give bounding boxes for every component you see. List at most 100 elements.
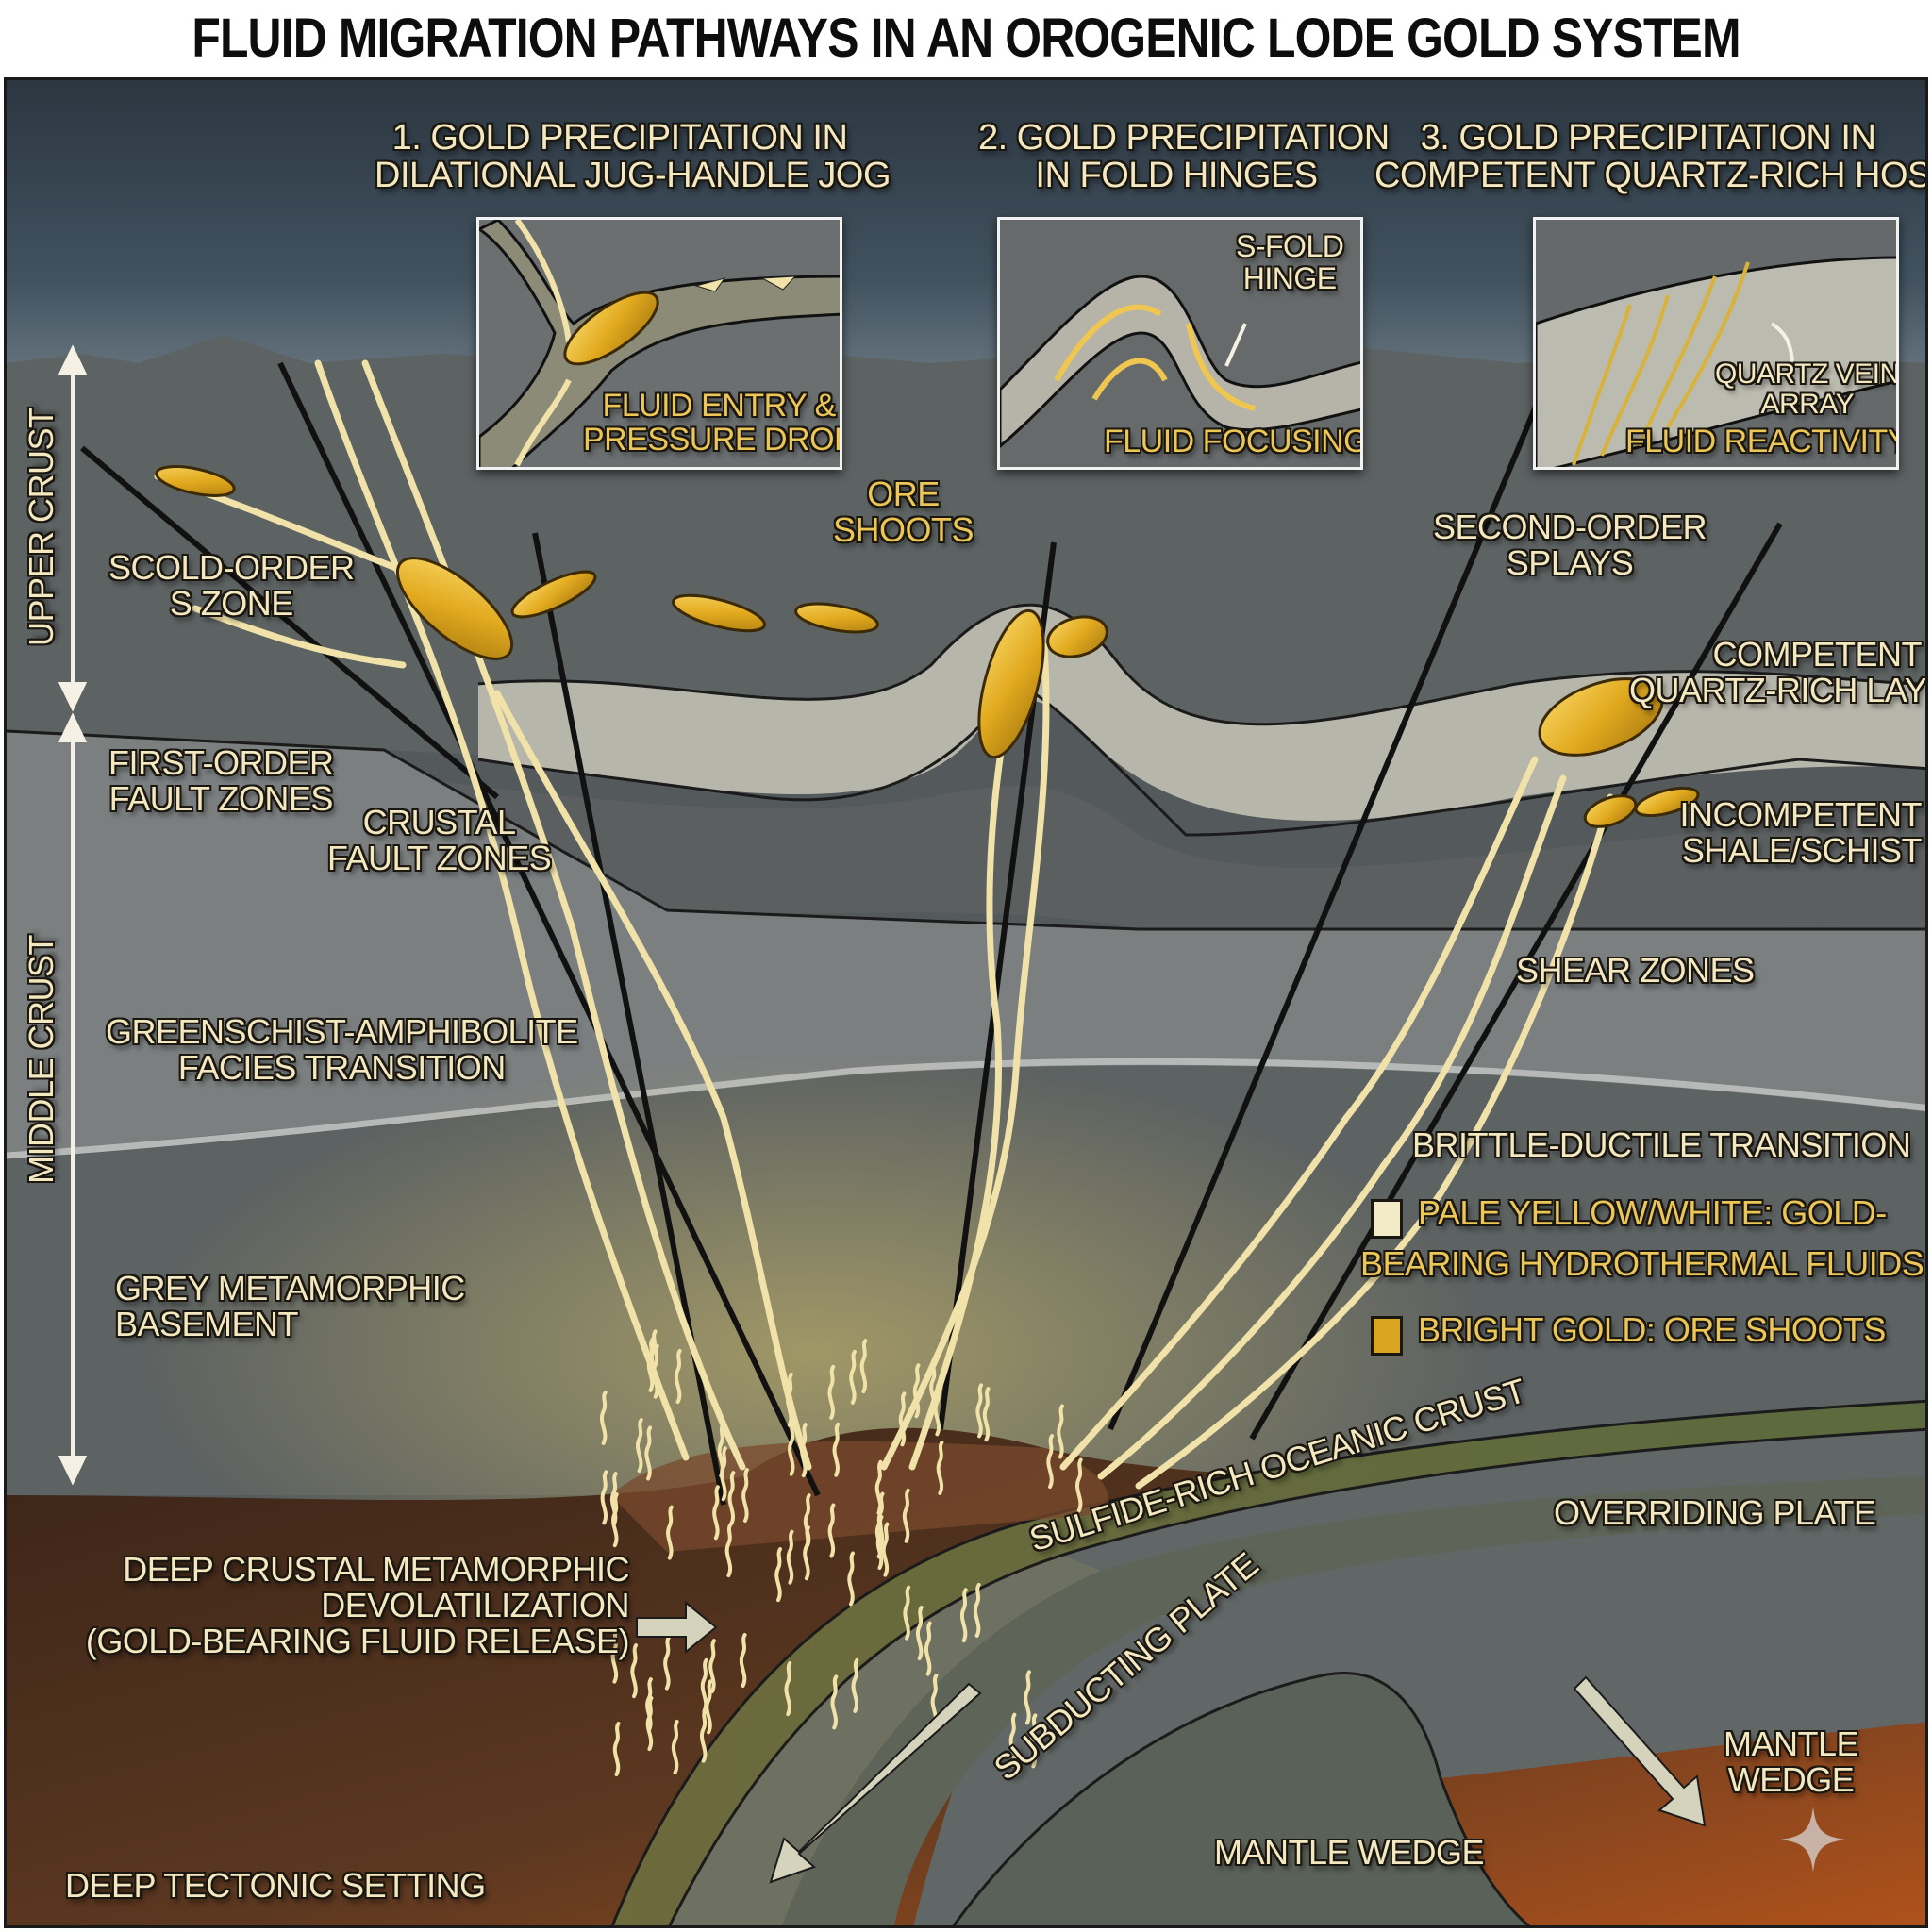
fluid-arrow (724, 1523, 733, 1578)
fluid-arrow (774, 1547, 783, 1603)
jog-illustration (479, 220, 840, 467)
fluid-arrow (600, 1470, 608, 1525)
fluid-arrow (881, 1522, 890, 1577)
fluid-arrow (847, 1551, 856, 1607)
fluid-arrow (827, 1503, 836, 1558)
quartz-vein-callout: QUARTZ VEIN ARRAY (1715, 358, 1899, 420)
fluid-arrow (705, 1679, 713, 1735)
fluid-arrow (666, 1505, 674, 1560)
grey-basement-label: GREY METAMORPHIC BASEMENT (115, 1269, 465, 1343)
ore-swatch (1371, 1316, 1403, 1356)
first-order-fault-label: FIRST-ORDER FAULT ZONES (108, 743, 334, 818)
fluid-arrow (902, 1488, 910, 1543)
depth-scale (58, 344, 88, 1486)
fluid-arrow (663, 1635, 671, 1690)
fluid-arrow (645, 1677, 653, 1733)
legend-item-fluids: PALE YELLOW/WHITE: GOLD- (1371, 1195, 1887, 1239)
middle-crust-label: MIDDLE CRUST (22, 934, 60, 1184)
fluid-arrow (1046, 1434, 1055, 1490)
inset-3-caption: FLUID REACTIVITY (1625, 424, 1899, 459)
fluid-arrow (720, 1446, 727, 1502)
subduction-arrow-icon (769, 1682, 982, 1884)
subducting-plate-top (669, 1552, 1101, 1925)
inset-fold-hinges: S-FOLD HINGE FLUID FOCUSING (997, 217, 1363, 470)
mantle-wedge-region (952, 1672, 1531, 1925)
scold-order-label: SCOLD-ORDER S ZONE (108, 548, 355, 623)
fluid-arrow (851, 1657, 859, 1713)
fluid-arrow (1008, 1712, 1017, 1768)
fluid-arrow (645, 1696, 654, 1752)
fluid-arrow (903, 1585, 911, 1641)
fluid-arrow (600, 1390, 608, 1445)
second-order-splays-label: SECOND-ORDER SPLAYS (1433, 508, 1707, 582)
inset-quartz-host-rock: QUARTZ VEIN ARRAY FLUID REACTIVITY (1533, 217, 1899, 470)
fluid-arrow (830, 1674, 839, 1730)
ore-shoot (977, 608, 1045, 759)
overriding-plate-label: OVERRIDING PLATE (1554, 1493, 1876, 1532)
fluid-arrow (973, 1582, 981, 1638)
fluid-arrow (915, 1606, 924, 1661)
brittle-ductile-label: BRITTLE-DUCTILE TRANSITION (1412, 1125, 1911, 1164)
ore-shoot (1634, 786, 1700, 818)
inset-jug-handle-jog: FLUID ENTRY & PRESSURE DROP (476, 217, 842, 470)
fold-illustration (1000, 220, 1360, 467)
fluid-arrow (652, 1343, 659, 1399)
ore-shoot (510, 570, 597, 619)
fluid-arrow (1057, 1404, 1064, 1459)
fluid-release-arrow-icon (636, 1600, 718, 1655)
devolatilization-dome (610, 1441, 1108, 1552)
fluid-veins (154, 359, 1614, 1490)
ore-shoot (1538, 677, 1664, 757)
fluid-arrow (636, 1418, 643, 1474)
fluid-arrow (700, 1657, 708, 1713)
fluid-arrow (933, 1381, 941, 1437)
fluid-arrow (1029, 1713, 1038, 1769)
devolatilization-label: DEEP CRUSTAL METAMORPHIC DEVOLATILIZATIO… (85, 1550, 630, 1660)
fluid-arrow (786, 1372, 793, 1427)
diagram-frame: FLUID ENTRY & PRESSURE DROP S-FOLD HINGE… (4, 77, 1928, 1928)
fluid-arrow (610, 1628, 619, 1684)
legend-ore-text: BRIGHT GOLD: ORE SHOOTS (1418, 1310, 1886, 1349)
inset-3-heading: 3. GOLD PRECIPITATION IN COMPETENT QUART… (1374, 118, 1925, 195)
competent-layer-label: COMPETENT QUARTZ-RICH LAYER (1629, 635, 1927, 709)
fluid-arrow (630, 1643, 639, 1699)
fluid-arrow (982, 1387, 991, 1442)
fluid-arrow (700, 1707, 708, 1763)
legend-fluids-text-2: BEARING HYDROTHERMAL FLUIDS (1360, 1244, 1924, 1283)
crustal-fault-label: CRUSTAL FAULT ZONES (327, 803, 552, 877)
fluid-arrow (649, 1329, 658, 1385)
ore-shoot (395, 557, 514, 660)
fluid-arrow (739, 1632, 747, 1688)
ore-shoots-label: ORE SHOOTS (833, 475, 974, 549)
fluid-swatch (1371, 1199, 1403, 1239)
fluid-arrow (849, 1349, 857, 1405)
rising-fluid-arrows (600, 1329, 1083, 1777)
fluid-arrow (674, 1349, 682, 1405)
vein-array-illustration (1536, 220, 1896, 467)
inset-2-heading: 2. GOLD PRECIPITATION IN FOLD HINGES (978, 118, 1390, 195)
deep-tectonic-label: DEEP TECTONIC SETTING (65, 1866, 486, 1905)
fluid-arrow (741, 1468, 749, 1524)
ore-shoot (794, 602, 879, 634)
fluid-arrow (898, 1391, 907, 1447)
fluid-arrow (874, 1459, 883, 1515)
fluid-arrow (924, 1621, 932, 1676)
mantle-wedge-right-label: MANTLE WEDGE (1724, 1724, 1859, 1799)
fluid-arrow (786, 1529, 794, 1585)
greenschist-label: GREENSCHIST-AMPHIBOLITE FACIES TRANSITIO… (106, 1012, 578, 1087)
mantle-wedge-label: MANTLE WEDGE (1214, 1833, 1485, 1872)
ore-shoot (1583, 794, 1638, 828)
fluid-arrow (1024, 1670, 1031, 1725)
inset-1-heading: 1. GOLD PRECIPITATION IN DILATIONAL JUG-… (375, 118, 891, 195)
inset-2-caption: FLUID FOCUSING (1104, 424, 1363, 459)
fluid-arrow (708, 1639, 716, 1694)
ore-shoot (672, 593, 766, 633)
fluid-arrow (712, 1485, 720, 1541)
ore-shoot (1046, 615, 1108, 658)
ore-shoots (155, 465, 1700, 828)
fluid-arrow (975, 1383, 984, 1439)
cross-section-illustration (7, 80, 1925, 1925)
fluid-arrow (936, 1440, 944, 1495)
fluid-arrow (800, 1423, 808, 1478)
shear-zones-label: SHEAR ZONES (1516, 951, 1755, 990)
